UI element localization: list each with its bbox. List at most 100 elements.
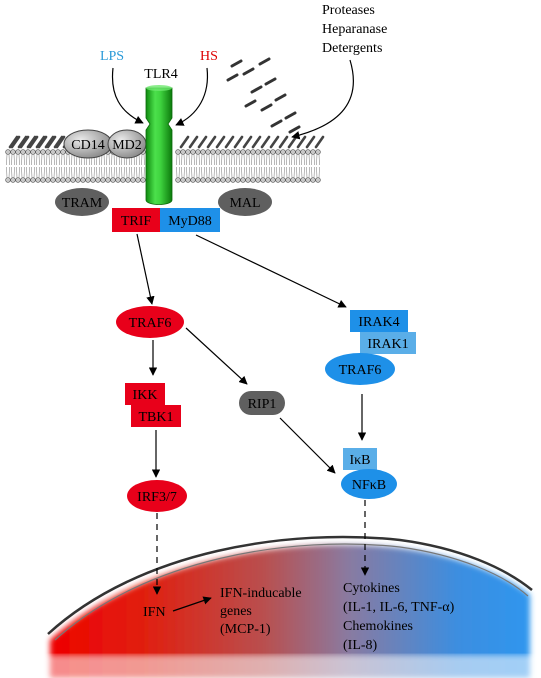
lipid-head [35, 177, 41, 183]
tlr4-receptor: TLR4 [144, 67, 178, 205]
cytokines-line-1: Cytokines [343, 581, 400, 596]
md2-label: MD2 [112, 138, 142, 153]
tlr4-label: TLR4 [144, 67, 177, 82]
mal-label: MAL [229, 196, 260, 211]
lipid-head [25, 177, 31, 183]
lipid-head [265, 177, 271, 183]
myd88-pathway: IRAK4 IRAK1 TRAF6 IκB NFκB [195, 234, 416, 576]
hs-chain [269, 135, 280, 149]
tlr4-shape [145, 87, 173, 205]
arrow-myd88-irak4 [195, 234, 347, 308]
lipid-head [175, 149, 181, 155]
hs-chain [278, 135, 289, 149]
traf6-red-shape [116, 306, 184, 338]
arrow-rip1-nfkb [279, 417, 336, 474]
arrow-trif-traf6 [136, 233, 155, 305]
lipid-head [280, 149, 286, 155]
hs-fragment [230, 59, 243, 68]
lipid-head [30, 177, 36, 183]
myd88-box [160, 208, 220, 232]
cd14-label: CD14 [71, 138, 104, 153]
ifn-label: IFN [143, 605, 166, 620]
lipid-head [200, 149, 206, 155]
lipid-head [250, 177, 256, 183]
lipid-head [315, 149, 321, 155]
lipid-head [90, 177, 96, 183]
trif-box [112, 208, 160, 232]
cd14-md2-complex: CD14 MD2 [63, 129, 147, 159]
myd88-label: MyD88 [168, 214, 212, 229]
lipid-head [105, 177, 111, 183]
lipid-head [55, 177, 61, 183]
hs-fragment [250, 85, 263, 94]
lipid-head [185, 177, 191, 183]
hs-chain [260, 135, 271, 149]
heparanase-label: Heparanase [322, 22, 387, 37]
tram-label: TRAM [62, 196, 103, 211]
ifn-genes-line-2: genes [220, 604, 252, 619]
lipid-head [220, 177, 226, 183]
proteases-label: Proteases [322, 3, 375, 18]
lipid-head [255, 177, 261, 183]
hs-chain [242, 135, 253, 149]
lipid-head [180, 149, 186, 155]
lipid-head [70, 177, 76, 183]
ikb-label: IκB [349, 453, 370, 468]
lipid-head [285, 177, 291, 183]
lipid-head [245, 149, 251, 155]
lipid-head [270, 149, 276, 155]
nfkb-shape [341, 469, 397, 499]
lipid-head [60, 149, 66, 155]
lipid-head [235, 149, 241, 155]
hs-chain [287, 135, 298, 149]
nuclear-outputs: IFN IFN-inducable genes (MCP-1) Cytokine… [143, 581, 455, 653]
lipid-head [25, 149, 31, 155]
ifn-genes-line-1: IFN-inducable [220, 586, 302, 601]
lipid-head [245, 177, 251, 183]
cytokines-line-2: (IL-1, IL-6, TNF-α) [343, 600, 455, 615]
lipid-head [115, 177, 121, 183]
tbk1-label: TBK1 [139, 410, 174, 425]
lipid-head [300, 149, 306, 155]
hs-chain [44, 135, 55, 149]
traf6-red-label: TRAF6 [129, 316, 172, 331]
rip1-shape [239, 391, 285, 415]
rip1-label: RIP1 [248, 397, 277, 412]
hs-fragment [242, 67, 255, 76]
irak1-box [360, 332, 416, 354]
lipid-head [260, 177, 266, 183]
lipid-head [65, 177, 71, 183]
hs-chain [179, 135, 190, 149]
lipid-head [310, 177, 316, 183]
release-arrow [291, 59, 354, 140]
lipid-head [235, 177, 241, 183]
lipid-head [50, 149, 56, 155]
ifn-genes-line-3: (MCP-1) [220, 622, 271, 637]
lipid-head [20, 177, 26, 183]
hs-fragment [226, 73, 239, 82]
chemokines-line-1: Chemokines [343, 619, 413, 634]
irf-shape [127, 480, 187, 512]
hs-chain [215, 135, 226, 149]
lipid-head [40, 177, 46, 183]
lipid-head [85, 177, 91, 183]
chemokines-line-2: (IL-8) [343, 638, 378, 653]
lipid-head [190, 149, 196, 155]
lipid-head [35, 149, 41, 155]
trif-pathway: TRAF6 IKK TBK1 IRF3/7 RIP1 [116, 233, 336, 595]
lipid-head [10, 177, 16, 183]
lipid-head [240, 149, 246, 155]
mal-shape [218, 188, 272, 216]
lipid-head [315, 177, 321, 183]
lipid-head [180, 177, 186, 183]
hs-fragment [284, 111, 297, 120]
lipid-head [275, 177, 281, 183]
hs-chain [8, 135, 19, 149]
lipid-head [135, 177, 141, 183]
adaptors: TRAM MAL TRIF MyD88 [55, 188, 272, 232]
hs-fragment [288, 125, 301, 134]
lipid-head [45, 177, 51, 183]
lipid-head [195, 177, 201, 183]
